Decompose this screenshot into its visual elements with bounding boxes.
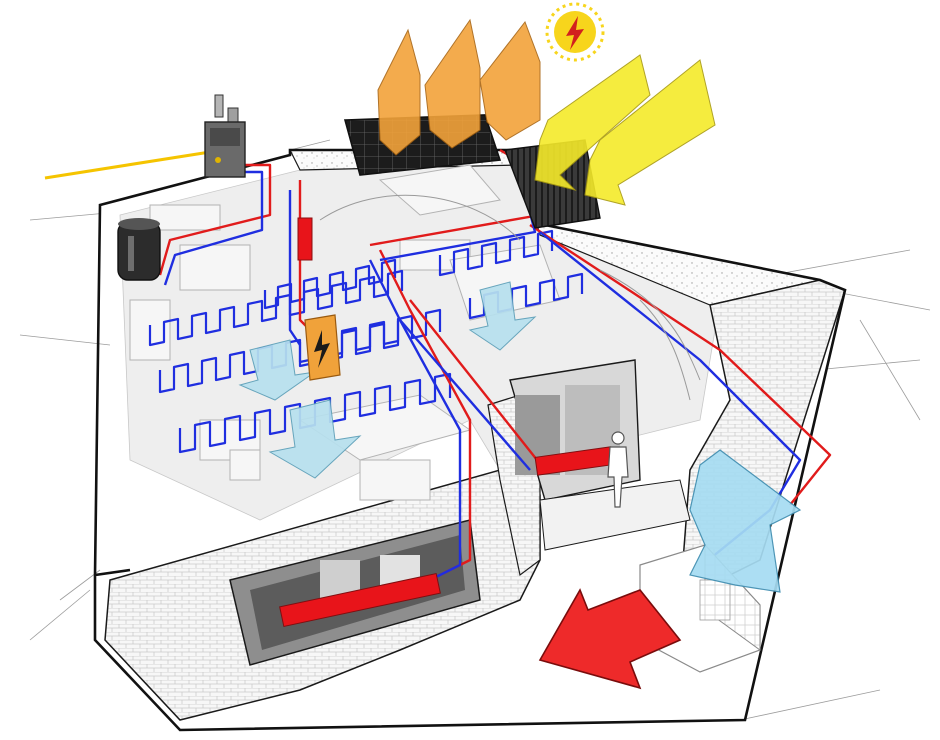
cool-arrow-3 — [468, 281, 537, 351]
cool-arrow-2 — [268, 399, 362, 479]
collector-sun-arrows — [534, 54, 716, 206]
collector-arrow-1 — [534, 54, 651, 191]
inverter-lightning-icon — [314, 330, 330, 368]
pv-arrow-3 — [479, 20, 541, 141]
collector-arrow-2 — [584, 59, 716, 206]
pv-arrow-1 — [377, 28, 421, 156]
cooling-arrows — [238, 281, 537, 479]
boiler — [204, 94, 246, 178]
pv-arrow-2 — [424, 18, 481, 149]
inverter — [304, 314, 341, 381]
pv-sun-arrows — [377, 18, 541, 156]
radiator-bedroom — [279, 572, 441, 628]
person-icon — [607, 431, 629, 508]
cool-arrow-1 — [238, 339, 316, 401]
airflow-curves — [319, 194, 701, 401]
heat-pump-output-arrow — [538, 588, 682, 690]
radiator-riser — [297, 217, 313, 261]
sun-lightning-icon — [545, 2, 605, 62]
heat-pump-intake-arrow — [689, 449, 802, 593]
gas-supply-line — [44, 150, 211, 180]
hot-water-tank — [117, 218, 161, 281]
